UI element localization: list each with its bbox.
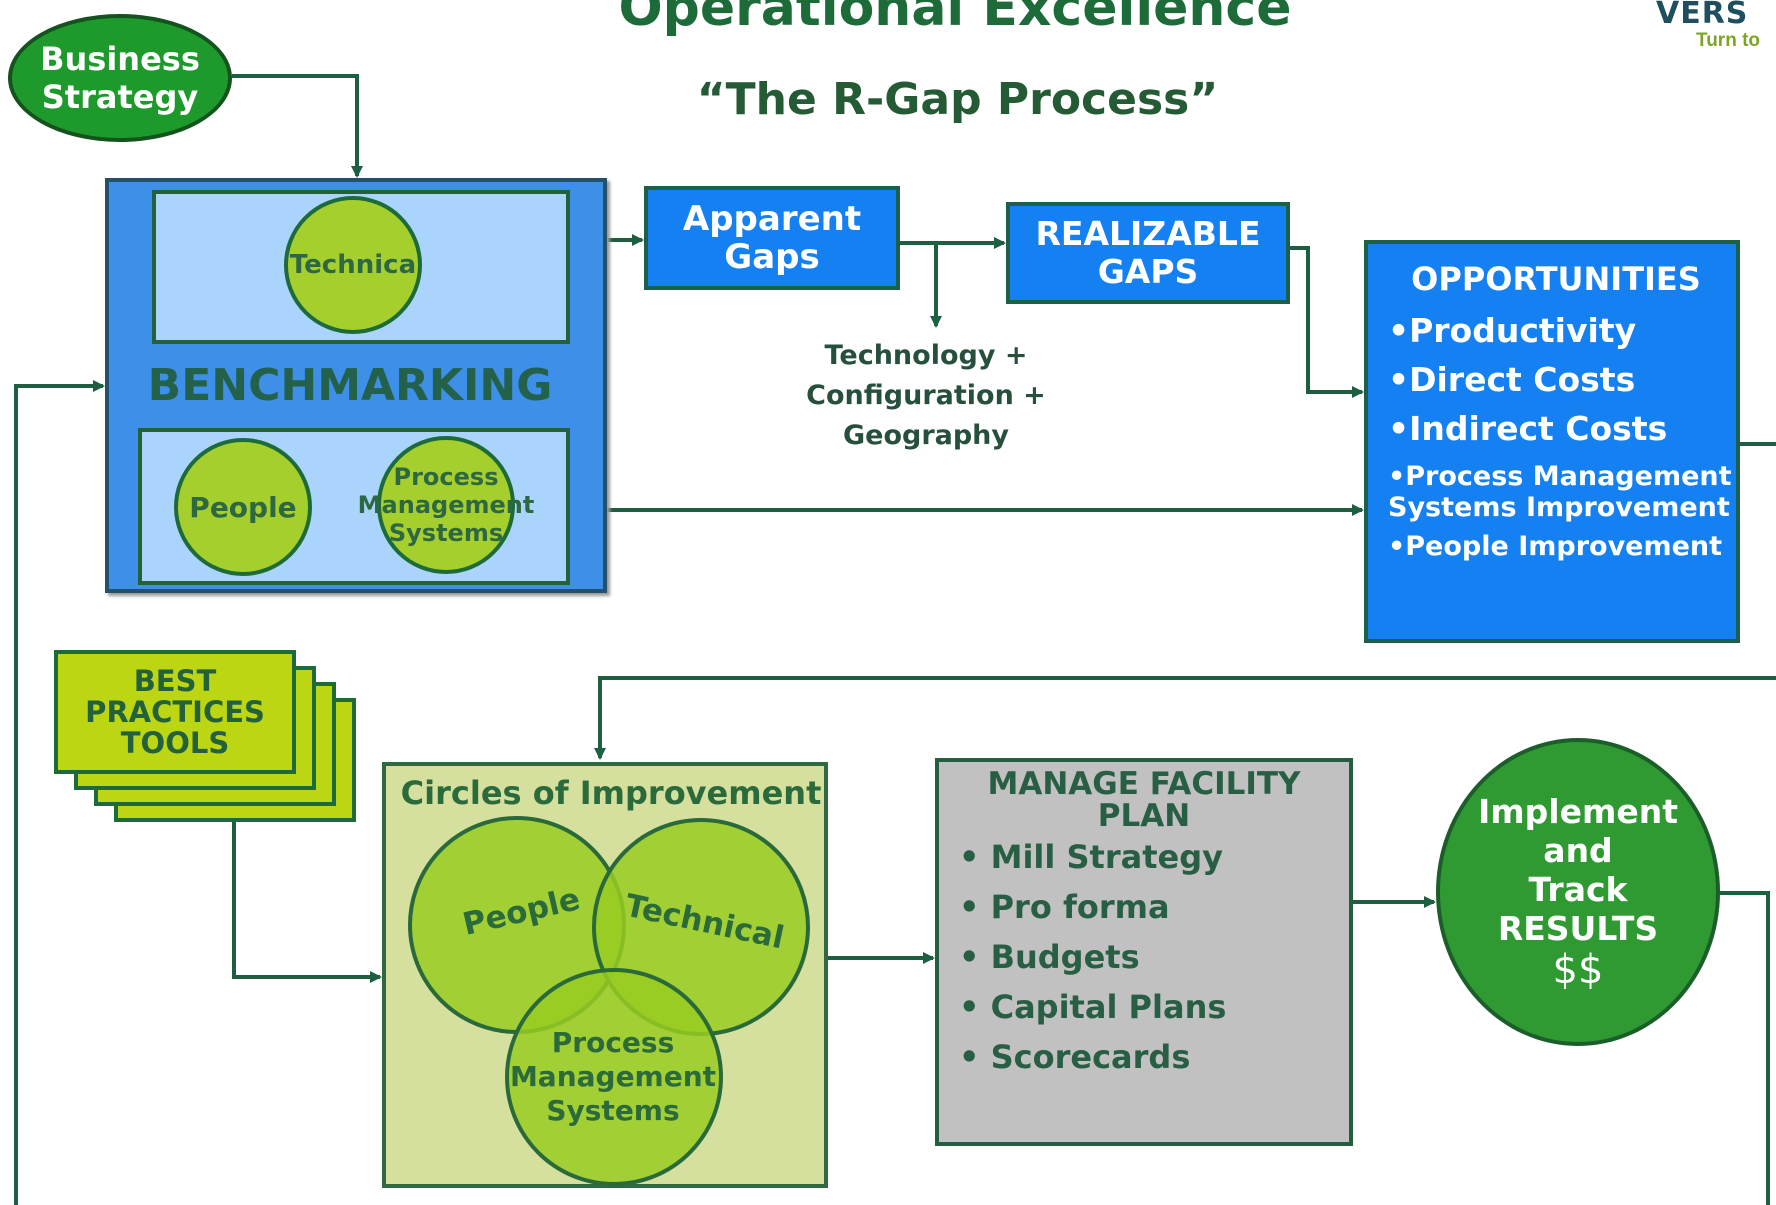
manage-facility-plan-title: MANAGE FACILITY PLAN	[939, 768, 1349, 832]
arrow-bestpractices-to-circles	[232, 822, 382, 983]
benchmarking-pms-line2: Management	[357, 491, 535, 519]
realizable-gaps-box: REALIZABLE GAPS	[1006, 202, 1290, 304]
diagram-title: Operational Excellence	[618, 0, 1292, 38]
opportunity-indirect-costs: •Indirect Costs	[1388, 409, 1668, 448]
venn-pms-label: Process Management Systems	[508, 1026, 718, 1128]
realizable-gaps-line1: REALIZABLE	[1035, 214, 1261, 253]
gap-factor-configuration: Configuration +	[806, 380, 1046, 411]
apparent-gaps-line2: Gaps	[724, 237, 820, 277]
circles-of-improvement-title: Circles of Improvement	[400, 774, 822, 812]
implement-line3: Track	[1528, 870, 1628, 909]
opportunities-title: OPPORTUNITIES	[1411, 260, 1701, 298]
arrow-loop-back-to-benchmarking	[14, 380, 105, 1205]
benchmarking-pms-line1: Process	[393, 463, 499, 491]
business-strategy-line1: Business	[40, 40, 200, 78]
venn-pms-line3: Systems	[546, 1094, 680, 1127]
opportunity-direct-costs: •Direct Costs	[1388, 360, 1636, 399]
benchmarking-pms-line3: Systems	[388, 519, 504, 547]
plan-item-scorecards: • Scorecards	[959, 1038, 1191, 1076]
benchmarking-people-label: People	[189, 490, 297, 524]
implement-line1: Implement	[1477, 792, 1678, 831]
company-logo: VERS	[1656, 0, 1749, 31]
benchmarking-label: BENCHMARKING	[147, 360, 553, 411]
business-strategy-node: Business Strategy	[8, 14, 232, 142]
implement-line4: RESULTS	[1497, 909, 1659, 948]
arrow-realizable-to-opportunities	[1290, 246, 1364, 398]
business-strategy-line2: Strategy	[41, 78, 199, 116]
mfp-title-line2: PLAN	[1097, 798, 1191, 834]
venn-pms-line2: Management	[509, 1060, 717, 1093]
benchmarking-technical-label: Technica	[289, 250, 417, 280]
benchmarking-people-circle: People	[174, 438, 312, 576]
manage-facility-plan-box: MANAGE FACILITY PLAN • Mill Strategy • P…	[935, 758, 1353, 1146]
apparent-gaps-box: Apparent Gaps	[644, 186, 900, 290]
opportunities-box: OPPORTUNITIES •Productivity •Direct Cost…	[1364, 240, 1740, 643]
plan-item-capital-plans: • Capital Plans	[959, 988, 1227, 1026]
opportunity-people-improvement: •People Improvement	[1388, 531, 1723, 562]
venn-pms-line1: Process	[551, 1026, 675, 1059]
mfp-title-line1: MANAGE FACILITY	[987, 766, 1301, 802]
opportunity-productivity: •Productivity	[1388, 311, 1637, 350]
gap-factors-text: Technology + Configuration + Geography	[788, 336, 1064, 456]
realizable-gaps-line2: GAPS	[1097, 252, 1199, 291]
benchmarking-technical-circle: Technica	[284, 196, 422, 334]
implement-money: $$	[1552, 947, 1604, 993]
logo-tagline: Turn to	[1696, 30, 1761, 51]
diagram-subtitle: “The R-Gap Process”	[696, 74, 1219, 125]
best-practices-tools-box: BEST PRACTICES TOOLS	[54, 650, 296, 774]
plan-item-budgets: • Budgets	[959, 938, 1140, 976]
plan-item-mill-strategy: • Mill Strategy	[959, 838, 1223, 876]
plan-item-pro-forma: • Pro forma	[959, 888, 1170, 926]
implement-track-results-node: Implement and Track RESULTS $$	[1436, 738, 1720, 1046]
best-practices-line1: BEST	[133, 663, 217, 698]
arrow-implement-feedback	[1720, 891, 1770, 1205]
benchmarking-pms-circle: Process Management Systems	[358, 436, 534, 574]
best-practices-line3: TOOLS	[120, 725, 230, 760]
venn-pms-circle	[505, 968, 723, 1186]
gap-factor-geography: Geography	[842, 420, 1010, 451]
implement-line2: and	[1543, 831, 1613, 870]
apparent-gaps-line1: Apparent	[682, 199, 862, 239]
gap-factor-technology: Technology +	[824, 340, 1028, 371]
best-practices-line2: PRACTICES	[85, 694, 265, 729]
opportunity-pms-improvement: •Process Management Systems Improvement	[1388, 461, 1732, 523]
